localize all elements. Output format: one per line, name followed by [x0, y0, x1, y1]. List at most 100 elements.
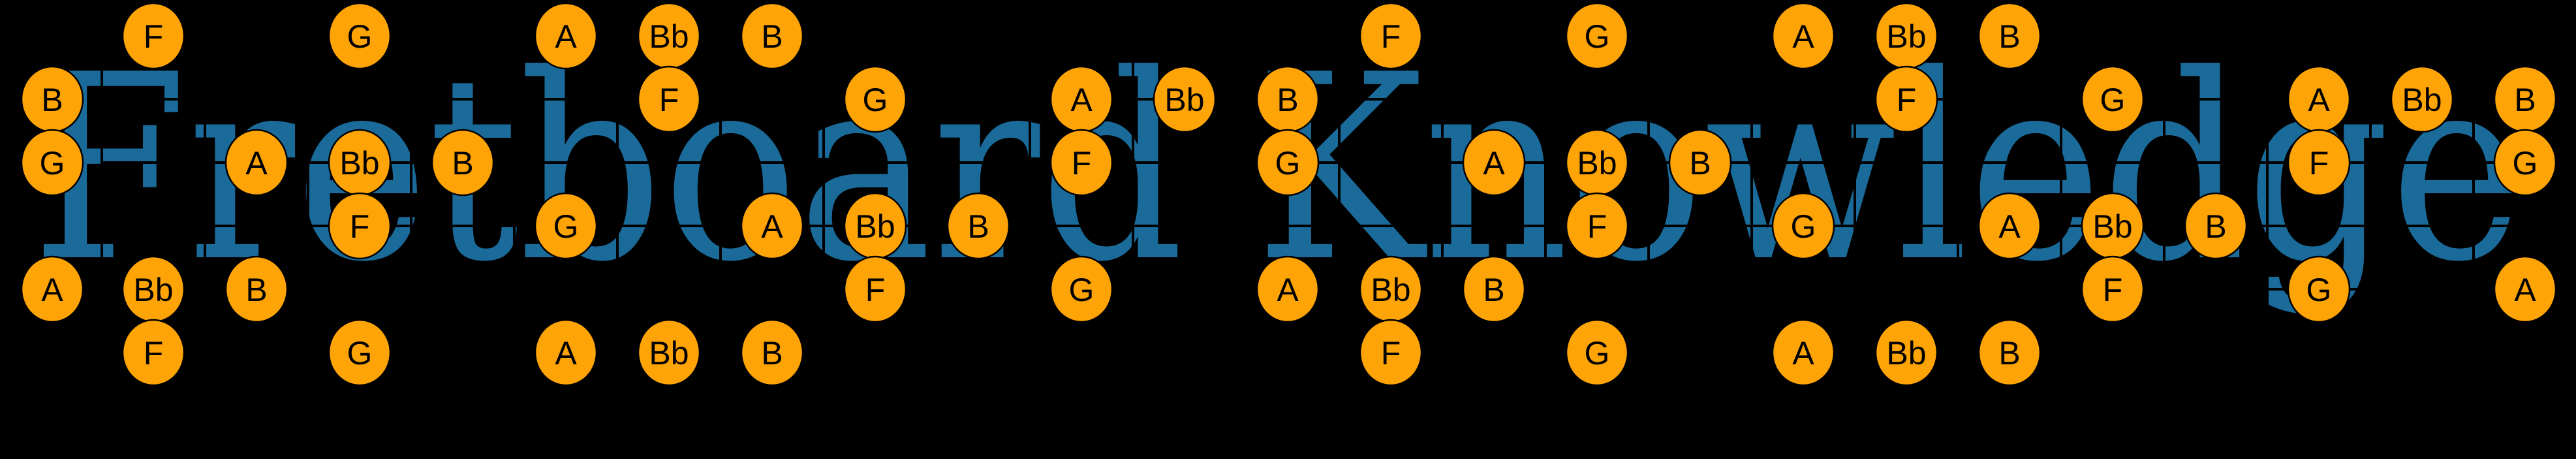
note-circle — [843, 255, 907, 323]
note-circle — [1565, 2, 1629, 70]
note-marker-A-5th-fret12: A — [1256, 255, 1320, 323]
note-marker-D-4th-fret17: G — [1771, 192, 1835, 260]
note-marker-D-4th-fret20: Bb — [2081, 192, 2145, 260]
note-marker-E-6th-low-fret1: F — [121, 319, 185, 387]
note-circle — [328, 319, 392, 387]
note-circle — [1256, 255, 1320, 323]
note-marker-G-3rd-fret3: Bb — [328, 129, 392, 197]
note-circle — [225, 255, 288, 323]
note-marker-E-1st-high-fret6: Bb — [637, 2, 701, 70]
note-marker-D-4th-fret8: Bb — [843, 192, 907, 260]
note-circle — [1565, 319, 1629, 387]
note-circle — [637, 65, 701, 133]
note-circle — [1256, 129, 1320, 197]
note-marker-E-6th-low-fret7: B — [740, 319, 804, 387]
note-circle — [2493, 129, 2557, 197]
note-marker-D-4th-fret5: G — [534, 192, 598, 260]
note-circle — [1153, 65, 1217, 133]
note-marker-G-3rd-fret12: G — [1256, 129, 1320, 197]
note-marker-A-5th-fret24: A — [2493, 255, 2557, 323]
fret-lines-group — [101, 35, 2576, 354]
note-marker-A-5th-fret13: Bb — [1359, 255, 1423, 323]
note-circle — [121, 255, 185, 323]
note-circle — [1771, 319, 1835, 387]
note-marker-G-3rd-fret16: B — [1668, 129, 1732, 197]
note-circle — [2493, 65, 2557, 133]
note-circle — [20, 129, 84, 197]
note-circle — [637, 319, 701, 387]
note-circle — [20, 65, 84, 133]
note-marker-E-6th-low-fret3: G — [328, 319, 392, 387]
note-circle — [2390, 65, 2454, 133]
note-marker-A-5th-fret0: A — [20, 255, 84, 323]
note-marker-E-1st-high-fret3: G — [328, 2, 392, 70]
note-marker-B-2nd-fret11: Bb — [1153, 65, 1217, 133]
note-circle — [1565, 192, 1629, 260]
note-marker-E-6th-low-fret15: G — [1565, 319, 1629, 387]
note-circle — [1874, 319, 1938, 387]
note-marker-G-3rd-fret24: G — [2493, 129, 2557, 197]
note-circle — [2493, 255, 2557, 323]
note-marker-E-1st-high-fret17: A — [1771, 2, 1835, 70]
note-circle — [740, 319, 804, 387]
note-circle — [1256, 65, 1320, 133]
note-circle — [1359, 319, 1423, 387]
note-marker-G-3rd-fret14: A — [1462, 129, 1526, 197]
note-circle — [1668, 129, 1732, 197]
note-marker-A-5th-fret10: G — [1049, 255, 1113, 323]
note-circle — [1049, 255, 1113, 323]
note-circle — [1771, 2, 1835, 70]
note-marker-G-3rd-fret15: Bb — [1565, 129, 1629, 197]
note-circle — [1462, 129, 1526, 197]
note-marker-A-5th-fret1: Bb — [121, 255, 185, 323]
note-circle — [843, 65, 907, 133]
note-marker-E-1st-high-fret19: B — [1978, 2, 2041, 70]
note-marker-B-2nd-fret0: B — [20, 65, 84, 133]
note-marker-E-6th-low-fret13: F — [1359, 319, 1423, 387]
note-marker-A-5th-fret2: B — [225, 255, 288, 323]
note-marker-D-4th-fret19: A — [1978, 192, 2041, 260]
note-marker-E-6th-low-fret5: A — [534, 319, 598, 387]
note-marker-B-2nd-fret6: F — [637, 65, 701, 133]
note-circle — [121, 319, 185, 387]
note-circle — [328, 2, 392, 70]
note-circle — [843, 192, 907, 260]
note-marker-G-3rd-fret4: B — [431, 129, 495, 197]
note-marker-E-1st-high-fret5: A — [534, 2, 598, 70]
note-marker-E-1st-high-fret18: Bb — [1874, 2, 1938, 70]
note-marker-B-2nd-fret8: G — [843, 65, 907, 133]
note-circle — [328, 129, 392, 197]
note-marker-E-6th-low-fret18: Bb — [1874, 319, 1938, 387]
note-circle — [1874, 2, 1938, 70]
note-circle — [2184, 192, 2248, 260]
note-marker-B-2nd-fret23: Bb — [2390, 65, 2454, 133]
note-circle — [946, 192, 1010, 260]
note-circle — [2081, 192, 2145, 260]
note-circle — [637, 2, 701, 70]
note-circle — [1462, 255, 1526, 323]
note-marker-G-3rd-fret2: A — [225, 129, 288, 197]
note-circle — [1049, 65, 1113, 133]
note-marker-D-4th-fret21: B — [2184, 192, 2248, 260]
note-circle — [2081, 65, 2145, 133]
note-marker-G-3rd-fret22: F — [2287, 129, 2351, 197]
note-marker-E-1st-high-fret15: G — [1565, 2, 1629, 70]
note-circle — [1978, 2, 2041, 70]
note-circle — [1359, 255, 1423, 323]
note-marker-E-1st-high-fret7: B — [740, 2, 804, 70]
note-circle — [1359, 2, 1423, 70]
note-circle — [1565, 129, 1629, 197]
note-circle — [328, 192, 392, 260]
note-circle — [534, 2, 598, 70]
note-circle — [20, 255, 84, 323]
note-circle — [1874, 65, 1938, 133]
note-circle — [1771, 192, 1835, 260]
note-marker-E-6th-low-fret6: Bb — [637, 319, 701, 387]
note-circle — [431, 129, 495, 197]
note-marker-D-4th-fret9: B — [946, 192, 1010, 260]
note-marker-G-3rd-fret10: F — [1049, 129, 1113, 197]
note-circle — [740, 192, 804, 260]
note-circle — [2081, 255, 2145, 323]
note-marker-A-5th-fret22: G — [2287, 255, 2351, 323]
